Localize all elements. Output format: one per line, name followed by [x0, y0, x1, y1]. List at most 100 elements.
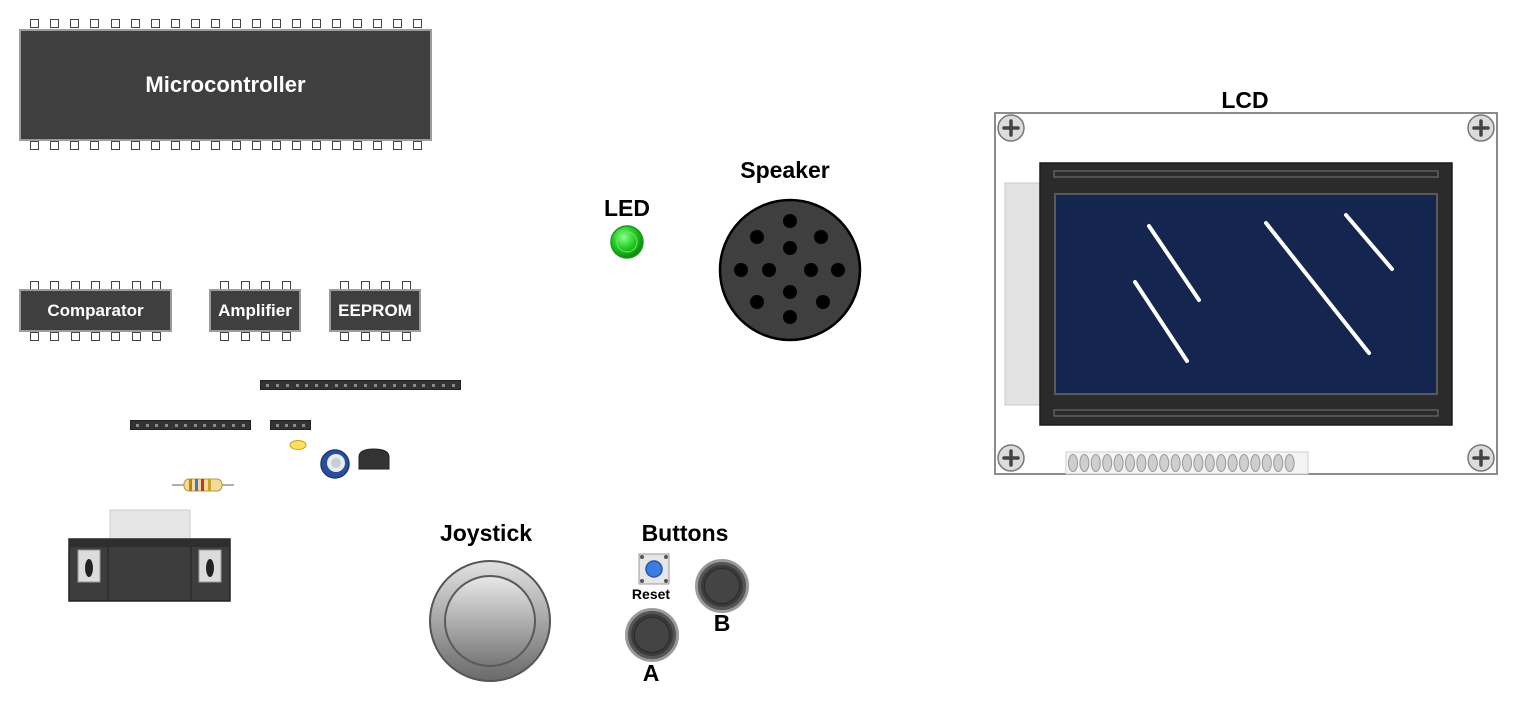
ic-pin [271, 141, 281, 150]
ic-pin [251, 141, 261, 150]
eeprom-bottom-pins [340, 332, 411, 341]
ic-pin [150, 19, 160, 28]
eeprom-chip[interactable]: EEPROM [329, 289, 421, 332]
ic-pin [360, 332, 370, 341]
header-strip-medium[interactable] [130, 420, 251, 430]
amplifier-chip[interactable]: Amplifier [209, 289, 301, 332]
ic-pin [70, 141, 80, 150]
ic-pin [381, 332, 391, 341]
header-pin [193, 423, 197, 427]
header-pin [276, 383, 280, 387]
lcd-pin [1284, 454, 1295, 472]
lcd-display[interactable] [994, 112, 1498, 476]
header-pin [422, 383, 426, 387]
ic-pin [131, 332, 141, 341]
header-pin [315, 383, 319, 387]
header-pin [302, 423, 306, 427]
lcd-pin [1216, 454, 1227, 472]
lcd-label: LCD [1221, 87, 1269, 113]
header-pin [402, 383, 406, 387]
ic-pin [50, 141, 60, 150]
lcd-pin [1159, 454, 1170, 472]
header-pin [222, 423, 226, 427]
header-pin [174, 423, 178, 427]
ic-pin [271, 19, 281, 28]
screw-icon [1467, 114, 1495, 142]
ic-pin [231, 141, 241, 150]
ic-pin [130, 141, 140, 150]
header-strip-short[interactable] [270, 420, 311, 430]
header-pin [441, 383, 445, 387]
ic-pin [220, 332, 229, 341]
led-label: LED [604, 195, 650, 221]
speaker-grille-icon[interactable] [718, 198, 862, 342]
ic-pin [30, 332, 39, 341]
reset-button[interactable] [638, 553, 670, 585]
header-pin [334, 383, 338, 387]
button-a[interactable] [625, 608, 679, 662]
ic-pin [191, 141, 201, 150]
header-pin [155, 423, 159, 427]
header-pin [241, 423, 245, 427]
amplifier-bottom-pins [220, 332, 291, 341]
header-pin [184, 423, 188, 427]
ic-pin [90, 332, 100, 341]
crystal-icon [289, 440, 307, 450]
ic-pin [392, 141, 402, 150]
ic-pin [231, 19, 241, 28]
ic-pin [292, 141, 302, 150]
led-icon[interactable] [609, 224, 645, 260]
header-pin [293, 423, 297, 427]
ic-pin [352, 141, 362, 150]
lcd-pin [1227, 454, 1238, 472]
ic-pin [30, 19, 39, 28]
header-pin [354, 383, 358, 387]
header-pin [212, 423, 216, 427]
header-strip-long[interactable] [260, 380, 461, 390]
joystick-icon[interactable] [428, 559, 552, 683]
lcd-pin [1079, 454, 1090, 472]
comparator-chip[interactable]: Comparator [19, 289, 172, 332]
ic-pin [110, 141, 120, 150]
ic-pin [110, 19, 120, 28]
button-b-label: B [713, 610, 731, 636]
ic-pin [312, 141, 322, 150]
header-pin [393, 383, 397, 387]
button-a-label: A [642, 660, 660, 686]
ic-pin [111, 332, 121, 341]
buttons-label: Buttons [641, 520, 729, 546]
ic-pin [261, 332, 271, 341]
header-pin [363, 383, 367, 387]
ic-pin [240, 332, 250, 341]
lcd-pin [1182, 454, 1192, 472]
microcontroller-chip[interactable]: Microcontroller [19, 29, 432, 141]
header-pin [432, 383, 436, 387]
header-pin [412, 383, 416, 387]
lcd-pin [1136, 454, 1147, 472]
ic-pin [352, 19, 362, 28]
ic-pin [332, 19, 342, 28]
button-b[interactable] [695, 559, 749, 613]
header-pin [295, 383, 299, 387]
lcd-pin [1239, 454, 1249, 472]
microcontroller-bottom-pins [30, 141, 422, 150]
screw-icon [1467, 444, 1495, 472]
ic-pin [50, 332, 60, 341]
transistor-icon [358, 448, 390, 470]
ic-pin [312, 19, 322, 28]
screw-icon [997, 444, 1025, 472]
slide-switch[interactable] [68, 508, 232, 602]
ic-pin [70, 332, 80, 341]
header-pin [145, 423, 149, 427]
header-pin [285, 383, 289, 387]
screw-icon [997, 114, 1025, 142]
header-pin [373, 383, 377, 387]
ic-pin [392, 19, 402, 28]
header-pin [203, 423, 207, 427]
ic-pin [211, 141, 221, 150]
comparator-label: Comparator [47, 300, 144, 320]
lcd-pin [1102, 454, 1113, 472]
ic-pin [412, 141, 422, 150]
lcd-pin [1090, 454, 1101, 472]
ic-pin [372, 141, 382, 150]
